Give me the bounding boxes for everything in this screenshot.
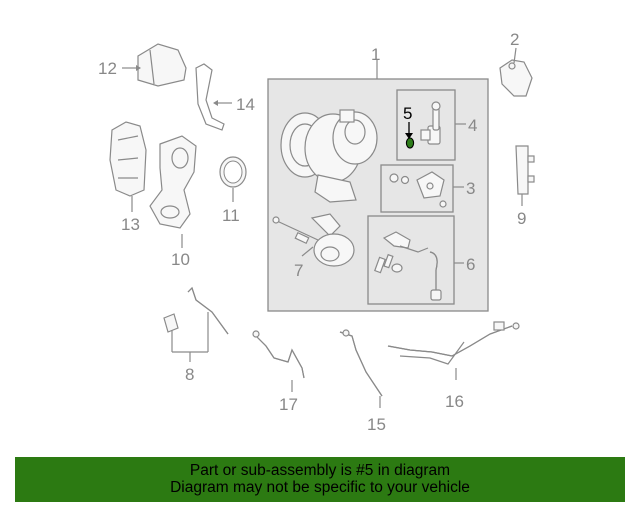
callout-11: 11: [222, 206, 240, 225]
highlighted-part-5: [405, 137, 415, 149]
bracket-part-14: [195, 63, 225, 131]
oil-line-part-8: [163, 286, 229, 335]
line-part-17: [252, 330, 305, 379]
exploded-parts-diagram: 1 4 5 3 6: [98, 30, 535, 434]
callout-9: 9: [517, 209, 526, 228]
pipe-assembly-part-16: [387, 321, 520, 365]
callout-10: 10: [171, 250, 190, 269]
banner-line-1: Part or sub-assembly is #5 in diagram: [189, 462, 451, 479]
callout-7: 7: [294, 261, 303, 280]
callout-17: 17: [279, 395, 298, 414]
heat-shield-part-2: [499, 59, 533, 97]
exhaust-manifold-part-10: [149, 135, 197, 229]
diagram-notice-banner: Part or sub-assembly is #5 in diagram Di…: [15, 457, 625, 502]
bracket-part-9: [515, 145, 535, 195]
callout-3: 3: [466, 179, 475, 198]
callout-15: 15: [367, 415, 386, 434]
subassembly-box-4: [396, 89, 456, 161]
callout-16: 16: [445, 392, 464, 411]
callout-2: 2: [510, 30, 519, 49]
hose-kit-part-6: [374, 231, 442, 301]
line-part-15: [339, 329, 383, 397]
actuator-part-3: [389, 171, 447, 208]
heat-shield-part-12: [137, 43, 187, 87]
heat-shield-part-13: [109, 121, 147, 197]
callout-12: 12: [98, 59, 117, 78]
callout-13: 13: [121, 215, 140, 234]
callout-14: 14: [236, 95, 255, 114]
callout-4: 4: [468, 116, 477, 135]
wastegate-actuator-part-7: [272, 213, 355, 267]
turbocharger-body: [280, 109, 378, 203]
callout-6: 6: [466, 255, 475, 274]
callout-8: 8: [185, 365, 194, 384]
callout-5: 5: [403, 104, 412, 123]
fitting-part-4: [420, 101, 441, 145]
callout-1: 1: [371, 45, 380, 64]
banner-line-2: Diagram may not be specific to your vehi…: [170, 479, 470, 496]
subassembly-box-6: [367, 215, 455, 305]
gasket-ring-part-11: [219, 156, 247, 188]
subassembly-box-3: [380, 164, 454, 213]
